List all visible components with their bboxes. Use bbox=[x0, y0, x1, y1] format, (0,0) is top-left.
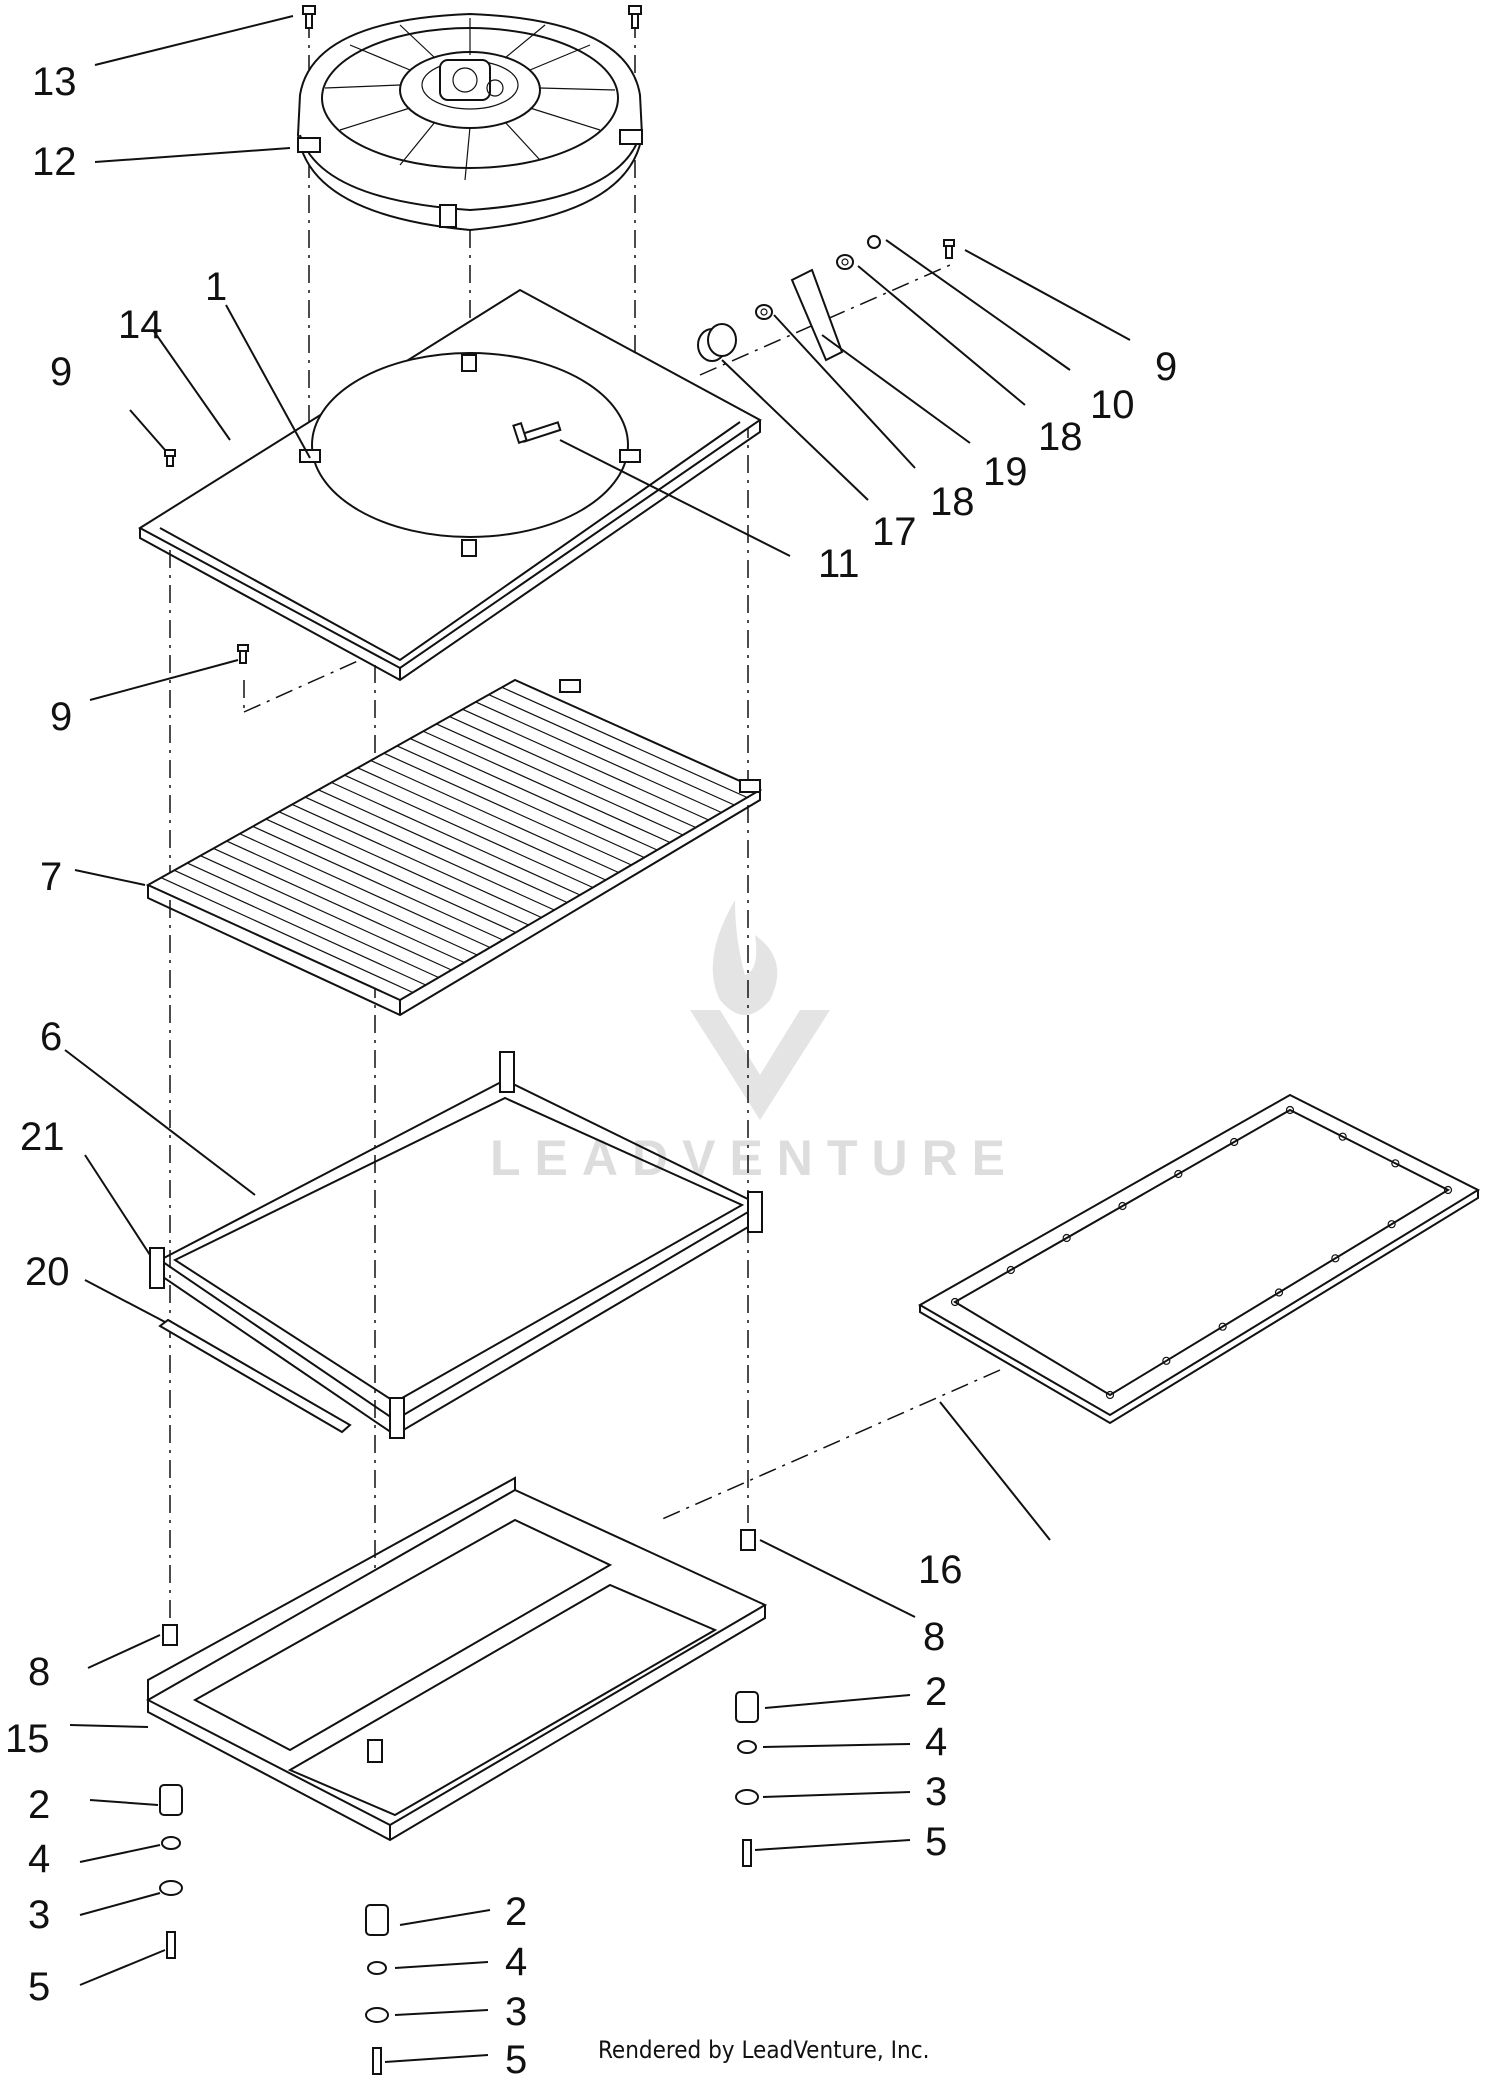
callout-1: 1 bbox=[205, 265, 227, 309]
callout-3a: 3 bbox=[28, 1893, 50, 1937]
callout-5c: 5 bbox=[925, 1820, 947, 1864]
callout-labels: 13 12 14 1 9 9 10 18 19 18 17 11 9 7 6 2… bbox=[5, 60, 1177, 2076]
callout-7: 7 bbox=[40, 855, 62, 899]
callout-9b: 9 bbox=[1155, 345, 1177, 389]
callout-17: 17 bbox=[872, 510, 917, 554]
callout-3b: 3 bbox=[505, 1990, 527, 2034]
callout-3c: 3 bbox=[925, 1770, 947, 1814]
callout-4c: 4 bbox=[925, 1720, 947, 1764]
callout-5a: 5 bbox=[28, 1965, 50, 2009]
callout-16: 16 bbox=[918, 1548, 963, 1592]
callout-5b: 5 bbox=[505, 2038, 527, 2076]
callout-2c: 2 bbox=[925, 1670, 947, 1714]
callout-6: 6 bbox=[40, 1015, 62, 1059]
callout-18a: 18 bbox=[1038, 415, 1083, 459]
watermark-text: LEADVENTURE bbox=[490, 1130, 1019, 1186]
callout-11: 11 bbox=[818, 542, 860, 586]
mount-center bbox=[365, 1904, 389, 2075]
callout-19: 19 bbox=[983, 450, 1028, 494]
fan-shroud-12 bbox=[296, 12, 644, 232]
callout-21: 21 bbox=[20, 1115, 65, 1159]
radiator-7 bbox=[145, 678, 763, 1017]
footer-credit: Rendered by LeadVenture, Inc. bbox=[598, 2036, 929, 2064]
mount-right bbox=[735, 1691, 759, 1867]
shroud-plate-14 bbox=[138, 288, 762, 682]
screws-9 bbox=[164, 239, 955, 664]
callout-4a: 4 bbox=[28, 1837, 50, 1881]
callout-9c: 9 bbox=[50, 695, 72, 739]
seal-strip-20 bbox=[158, 1318, 352, 1434]
base-tray-15 bbox=[145, 1476, 768, 1842]
callout-10: 10 bbox=[1090, 383, 1135, 427]
spacers-8 bbox=[162, 1529, 756, 1763]
callout-12: 12 bbox=[32, 140, 77, 184]
frame-6 bbox=[149, 1051, 763, 1439]
mount-left bbox=[159, 1784, 183, 1959]
screw-13 bbox=[302, 5, 642, 29]
bracket-hardware bbox=[697, 235, 881, 362]
callout-13: 13 bbox=[32, 60, 77, 104]
callout-8b: 8 bbox=[923, 1615, 945, 1659]
gasket-16 bbox=[917, 1093, 1481, 1425]
callout-18b: 18 bbox=[930, 480, 975, 524]
callout-4b: 4 bbox=[505, 1940, 527, 1984]
callout-20: 20 bbox=[25, 1250, 70, 1294]
leadventure-watermark: LEADVENTURE bbox=[490, 900, 1019, 1186]
leader-lines bbox=[64, 15, 1131, 2063]
callout-2a: 2 bbox=[28, 1783, 50, 1827]
callout-8a: 8 bbox=[28, 1650, 50, 1694]
callout-14: 14 bbox=[118, 303, 163, 347]
callout-15: 15 bbox=[5, 1717, 50, 1761]
bolt-11 bbox=[512, 421, 562, 445]
callout-9a: 9 bbox=[50, 350, 72, 394]
callout-2b: 2 bbox=[505, 1890, 527, 1934]
